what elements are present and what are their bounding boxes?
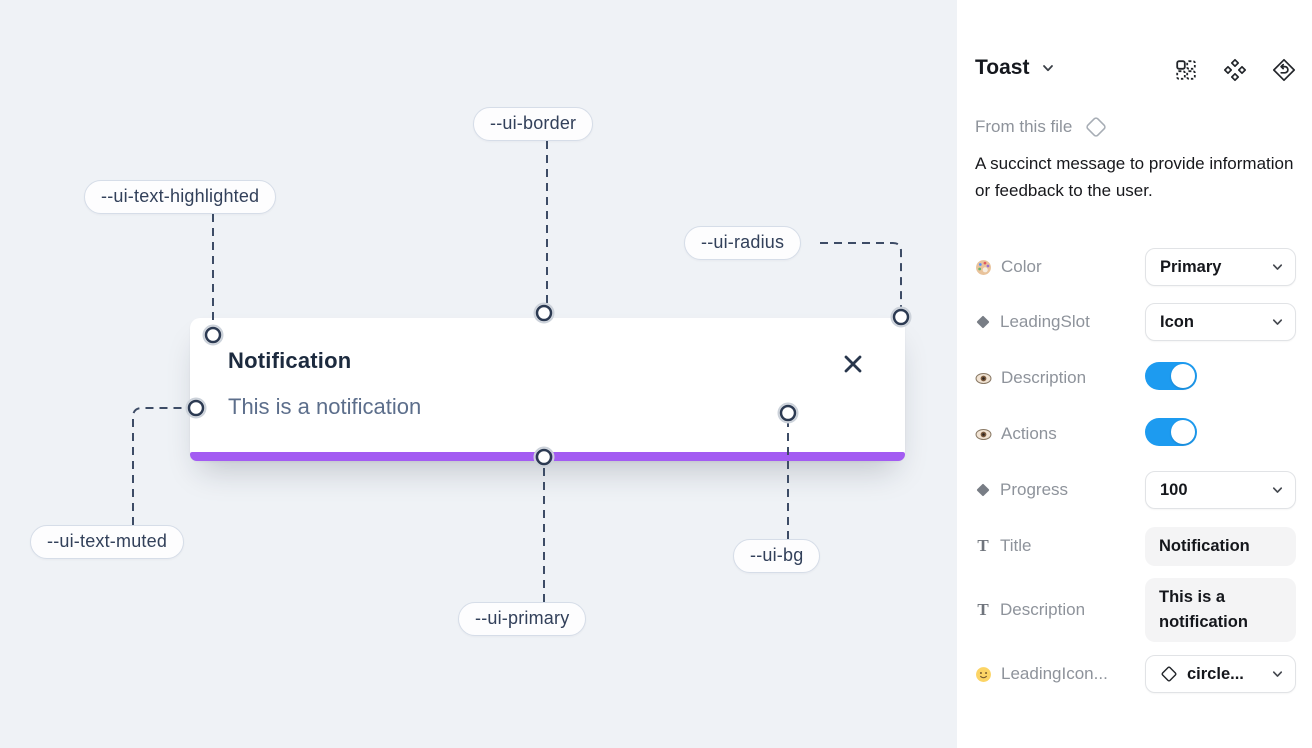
source-label: From this file <box>975 117 1073 136</box>
dropdown-value: Icon <box>1160 312 1194 331</box>
panel-header: Toast <box>975 56 1296 88</box>
prop-row-title: T Title Notification <box>975 526 1296 566</box>
close-icon[interactable] <box>841 352 865 376</box>
prop-row-actions-toggle: Actions <box>975 417 1296 448</box>
diamond-outline-icon <box>1086 117 1106 137</box>
progress-dropdown[interactable]: 100 <box>1145 471 1296 509</box>
title-field[interactable]: Notification <box>1145 526 1296 566</box>
component-diamonds-icon[interactable] <box>1223 58 1247 82</box>
token-label-ui-text-muted: --ui-text-muted <box>30 525 185 559</box>
chevron-down-icon <box>1043 65 1054 72</box>
swap-return-icon[interactable] <box>1272 58 1296 82</box>
component-selector[interactable]: Toast <box>975 56 1055 80</box>
eye-icon <box>975 428 992 440</box>
diamond-icon <box>976 315 990 329</box>
prop-label: Title <box>1000 536 1032 555</box>
text-icon: T <box>977 536 989 555</box>
toast-description: This is a notification <box>228 394 422 419</box>
dropdown-value: circle... <box>1187 664 1244 683</box>
prop-label: Progress <box>1000 480 1069 499</box>
token-label-ui-bg: --ui-bg <box>733 539 821 573</box>
text-icon: T <box>977 600 989 619</box>
properties-panel: Toast <box>957 0 1312 748</box>
dropdown-value: Primary <box>1160 257 1222 276</box>
chevron-down-icon <box>1272 487 1283 493</box>
prop-label: Actions <box>1001 424 1057 443</box>
chevron-down-icon <box>1272 671 1283 677</box>
prop-label: Description <box>1001 368 1087 387</box>
preview-canvas: Notification This is a notification <box>0 0 957 748</box>
leadingicon-dropdown[interactable]: circle... <box>1145 655 1296 693</box>
prop-label: LeadingIcon... <box>1001 664 1108 683</box>
actions-toggle[interactable] <box>1145 417 1197 446</box>
token-label-ui-primary: --ui-primary <box>458 602 587 636</box>
diamond-outline-icon <box>1161 666 1177 682</box>
toast-title: Notification <box>228 348 352 373</box>
panel-title: Toast <box>975 56 1030 79</box>
leadingslot-dropdown[interactable]: Icon <box>1145 303 1296 341</box>
description-toggle[interactable] <box>1145 361 1197 390</box>
color-dropdown[interactable]: Primary <box>1145 248 1296 286</box>
chevron-down-icon <box>1272 264 1283 270</box>
prop-row-description-toggle: Description <box>975 361 1296 392</box>
prop-row-leadingslot: LeadingSlot Icon <box>975 303 1296 341</box>
prop-row-description-text: T Description This is a notification <box>975 578 1296 642</box>
token-label-ui-text-highlighted: --ui-text-highlighted <box>84 180 277 214</box>
prop-row-color: Color Primary <box>975 248 1296 286</box>
dropdown-value: 100 <box>1160 480 1188 499</box>
prop-row-progress: Progress 100 <box>975 471 1296 509</box>
palette-icon <box>976 259 991 275</box>
diamond-icon <box>976 483 990 497</box>
prop-label: Color <box>1001 257 1042 276</box>
eye-icon <box>975 372 992 384</box>
chevron-down-icon <box>1272 319 1283 325</box>
token-label-ui-border: --ui-border <box>473 107 594 141</box>
token-label-ui-radius: --ui-radius <box>684 226 802 260</box>
component-description: A succinct message to provide informatio… <box>975 154 1294 200</box>
description-field[interactable]: This is a notification <box>1145 578 1296 642</box>
prop-label: LeadingSlot <box>1000 312 1090 331</box>
source-row: From this file <box>975 114 1109 140</box>
instance-squares-icon[interactable] <box>1174 58 1198 82</box>
toast-progress-bar <box>190 452 905 461</box>
prop-row-leadingicon: LeadingIcon... circle... <box>975 655 1296 693</box>
smiley-icon <box>976 666 991 682</box>
toast-component: Notification This is a notification <box>190 318 905 461</box>
prop-label: Description <box>1000 600 1086 619</box>
